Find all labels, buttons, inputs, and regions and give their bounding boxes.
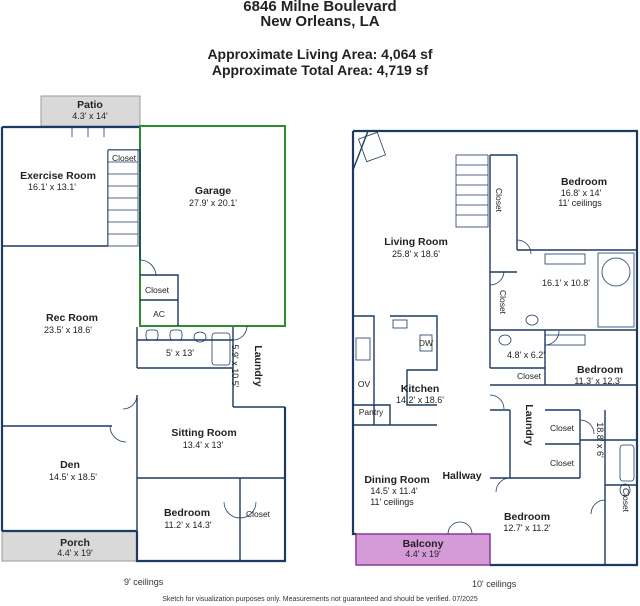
closet-label: Closet [145,285,170,295]
second-floor-exterior-walls [351,129,639,567]
porch-area [1,530,138,562]
stairs-icon [455,154,489,228]
garage-outline [139,125,286,327]
patio-dims: 4.3' x 14' [72,111,108,121]
dishwasher-icon [419,334,433,352]
patio-label: Patio [77,99,103,111]
bath-dims: 5' x 13' [166,348,194,358]
first-floor-plan: Patio 4.3' x 14' Exercise Room 16.1' x 1… [0,95,287,563]
dining-room-label: Dining Room [364,474,429,486]
hallway-label: Hallway [442,470,481,482]
living-room-dims: 25.8' x 18.6' [392,249,440,259]
closet-label: Closet [494,188,504,213]
toilet-icon [619,483,631,497]
vanity-icon [544,334,586,346]
balcony-dims: 4.4' x 19' [405,549,441,559]
disclaimer: Sketch for visualization purposes only. … [162,596,478,603]
bathtub-icon [211,332,231,366]
kitchen-label: Kitchen [401,383,440,395]
laundry-label: Laundry [252,345,264,387]
angled-wall [352,130,369,171]
toilet-icon [193,331,207,343]
bedroom-dims: 12.7' x 11.2' [503,523,551,533]
second-floor-ceilings: 10' ceilings [472,579,517,589]
den-dims: 14.5' x 18.5' [49,472,97,482]
bedroom-dims: 16.8' x 14' [561,188,602,198]
balcony-label: Balcony [403,538,444,550]
patio-doors [71,127,105,137]
door-swings [447,239,606,535]
laundry-label: Laundry [523,404,535,446]
rec-room-dims: 23.5' x 18.6' [44,325,92,335]
sink-icon [145,329,159,341]
dishwasher-label: DW [419,338,433,348]
bath-dims: 16.1' x 10.8' [542,278,590,288]
living-area: Approximate Living Area: 4,064 sf [207,46,433,62]
tub-icon [601,257,631,287]
laundry-dims: 5.9' x 10.5' [230,345,240,388]
first-floor-ceilings: 9' ceilings [124,577,164,587]
toilet-icon [498,334,512,346]
bedroom-dims: 11.2' x 14.3' [164,520,212,530]
closet-label: Closet [498,290,508,315]
vanity-icon [544,253,586,265]
cooktop-icon [355,337,371,361]
oven-label: OV [358,379,371,389]
first-floor-exterior-walls [0,125,287,563]
rec-room-label: Rec Room [46,312,98,324]
porch-dims: 4.4' x 19' [57,548,93,558]
sink-icon [169,329,183,341]
patio-area [40,95,141,127]
pantry-label: Pantry [359,407,384,417]
fireplace-icon [357,131,387,163]
second-floor-interior-walls [353,154,637,565]
sitting-room-dims: 13.4' x 13' [183,440,224,450]
kitchen-dims: 14.2' x 18.6' [396,395,444,405]
bedroom-label: Bedroom [504,511,550,523]
door-swings [109,259,257,519]
bath-dims: 18.8' x 6' [595,422,605,458]
closet-label: Closet [550,458,575,468]
exercise-room-label: Exercise Room [20,170,96,182]
total-area: Approximate Total Area: 4,719 sf [211,62,429,78]
closet-label: Closet [112,153,137,163]
living-room-label: Living Room [384,236,448,248]
ac-label: AC [153,309,165,319]
first-floor-interior-walls [2,149,285,561]
dining-room-ceilings: 11' ceilings [370,497,414,507]
bedroom-label: Bedroom [164,507,210,519]
sitting-room-label: Sitting Room [171,427,236,439]
balcony-area [355,533,491,566]
kitchen-sink-icon [392,319,408,329]
address-line-1: 6846 Milne Boulevard [243,0,397,15]
garage-label: Garage [195,185,231,197]
bedroom-label: Bedroom [561,176,607,188]
stairs-icon [107,149,139,247]
closet-label: Closet [550,423,575,433]
bath-dims: 4.8' x 6.2' [507,350,545,360]
second-floor-plan: Living Room 25.8' x 18.6' Bedroom 16.8' … [351,129,639,567]
porch-label: Porch [60,537,90,549]
closet-label: Closet [621,488,631,513]
bedroom-ceilings: 11' ceilings [558,198,602,208]
dining-room-dims: 14.5' x 11.4' [370,486,418,496]
closet-label: Closet [246,509,271,519]
bedroom-dims: 11.3' x 12.3' [574,376,622,386]
address-line-2: New Orleans, LA [260,13,380,30]
bathtub-icon [619,444,635,482]
bedroom-label: Bedroom [577,364,623,376]
toilet-icon [525,314,539,326]
shower-icon [597,252,635,328]
den-label: Den [60,459,80,471]
closet-label: Closet [517,371,542,381]
garage-dims: 27.9' x 20.1' [189,198,237,208]
exercise-room-dims: 16.1' x 13.1' [28,182,76,192]
